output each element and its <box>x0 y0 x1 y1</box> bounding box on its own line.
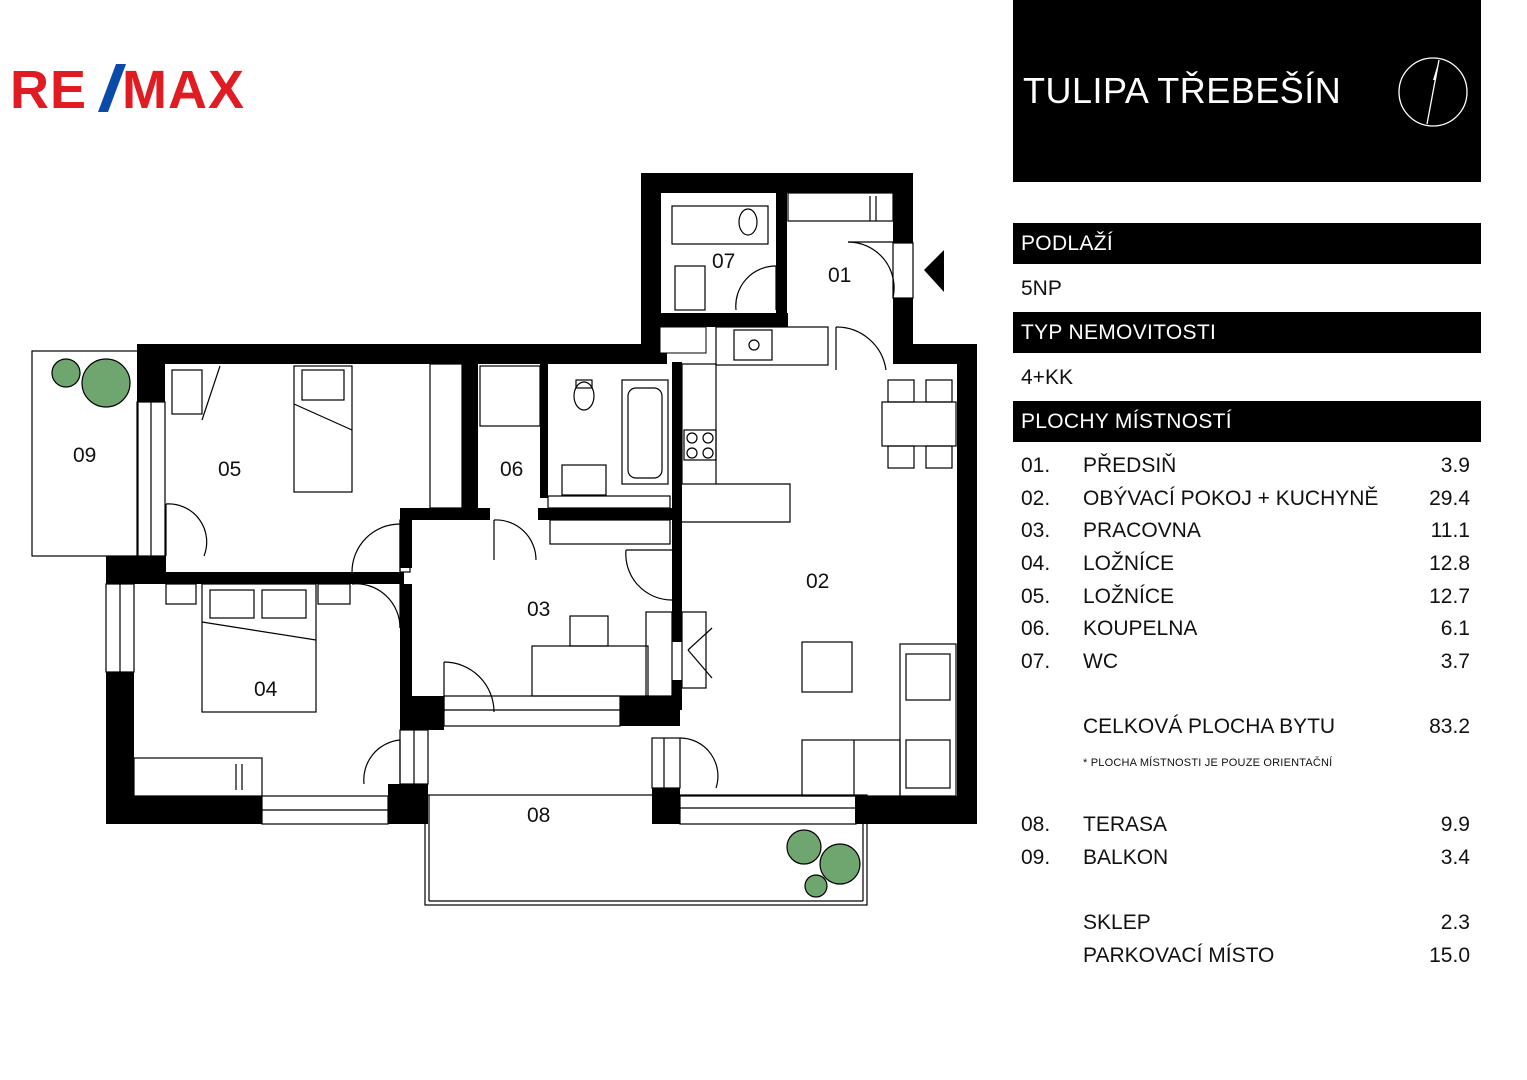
balcony-outline <box>31 350 139 557</box>
room-row: 01. PŘEDSIŇ 3.9 <box>1021 454 1470 477</box>
area-note: * PLOCHA MÍSTNOSTI JE POUZE ORIENTAČNÍ <box>1083 757 1333 769</box>
total-label: CELKOVÁ PLOCHA BYTU <box>1083 715 1336 738</box>
total-area: 83.2 <box>1429 715 1470 738</box>
furniture <box>105 192 957 825</box>
extra-row: PARKOVACÍ MÍSTO 15.0 <box>1083 944 1470 967</box>
terrace-outline <box>424 794 868 906</box>
room-row: 07. WC 3.7 <box>1021 650 1470 673</box>
room-row: 04. LOŽNÍCE 12.8 <box>1021 552 1470 575</box>
floor-plan: 01 02 03 04 05 06 07 08 09 <box>31 173 977 906</box>
room-label-08: 08 <box>527 804 550 827</box>
room-label-02: 02 <box>806 570 829 593</box>
outdoor-row: 09. BALKON 3.4 <box>1021 846 1470 869</box>
logo-slash <box>98 64 126 112</box>
room-row: 06. KOUPELNA 6.1 <box>1021 617 1470 640</box>
room-row: 03. PRACOVNA 11.1 <box>1021 519 1470 542</box>
room-label-07: 07 <box>712 250 735 273</box>
total-row: CELKOVÁ PLOCHA BYTU 83.2 <box>1013 715 1481 745</box>
room-label-01: 01 <box>828 264 851 287</box>
room-label-09: 09 <box>73 444 96 467</box>
room-label-06: 06 <box>500 458 523 481</box>
room-label-04: 04 <box>254 678 278 701</box>
room-label-05: 05 <box>218 458 241 481</box>
north-arrow-icon <box>1398 57 1468 127</box>
property-type-header: TYP NEMOVITOSTI <box>1013 312 1481 353</box>
walls <box>106 173 977 824</box>
extra-row: SKLEP 2.3 <box>1083 911 1470 934</box>
property-type-value: 4+KK <box>1021 366 1073 389</box>
room-row: 05. LOŽNÍCE 12.7 <box>1021 585 1470 608</box>
svg-text:MAX: MAX <box>122 62 245 114</box>
svg-text:RE: RE <box>10 62 87 114</box>
rooms-header: PLOCHY MÍSTNOSTÍ <box>1013 401 1481 442</box>
title-header: TULIPA TŘEBEŠÍN <box>1013 0 1481 182</box>
room-label-03: 03 <box>527 598 550 621</box>
entrance-arrow-icon <box>924 250 944 292</box>
room-row: 02. OBÝVACÍ POKOJ + KUCHYNĚ 29.4 <box>1021 487 1470 510</box>
outdoor-row: 08. TERASA 9.9 <box>1021 813 1470 836</box>
remax-logo: RE MAX <box>10 62 245 114</box>
plants <box>51 358 861 898</box>
project-title: TULIPA TŘEBEŠÍN <box>1023 70 1342 111</box>
floor-value: 5NP <box>1021 277 1062 300</box>
floor-header: PODLAŽÍ <box>1013 223 1481 264</box>
